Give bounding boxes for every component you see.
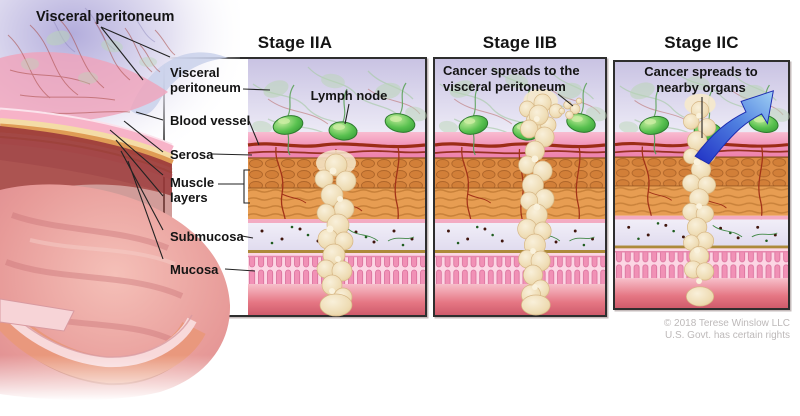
label-lymph-node: Lymph node (310, 88, 388, 103)
label-mucosa: Mucosa (170, 262, 219, 277)
stage-iia-title: Stage IIA (257, 33, 333, 52)
label-submucosa: Submucosa (170, 229, 244, 244)
overview-visceral-peritoneum-label: Visceral peritoneum (36, 9, 175, 25)
copyright-line-1: © 2018 Terese Winslow LLC (663, 318, 790, 329)
stage-iic-caption: Cancer spreads to nearby organs (644, 64, 758, 95)
ghost-lymph-nodes (21, 30, 157, 84)
copyright-notice: © 2018 Terese Winslow LLC U.S. Govt. has… (664, 318, 790, 342)
stage-iic-panel (613, 60, 790, 310)
label-blood-vessel: Blood vessel (170, 113, 251, 128)
label-visceral-peritoneum: Visceral peritoneum (170, 65, 241, 95)
label-muscle-layers: Muscle layers (170, 175, 215, 205)
stage-iib-caption: Cancer spreads to the visceral peritoneu… (443, 63, 580, 94)
stage-iib-title: Stage IIB (482, 33, 558, 52)
copyright-line-2: U.S. Govt. has certain rights (664, 330, 790, 341)
stage-iib-panel (433, 57, 607, 317)
label-serosa: Serosa (170, 147, 214, 162)
stage-iic-title: Stage IIC (664, 33, 739, 52)
cut-edge-layer-band (0, 107, 174, 180)
